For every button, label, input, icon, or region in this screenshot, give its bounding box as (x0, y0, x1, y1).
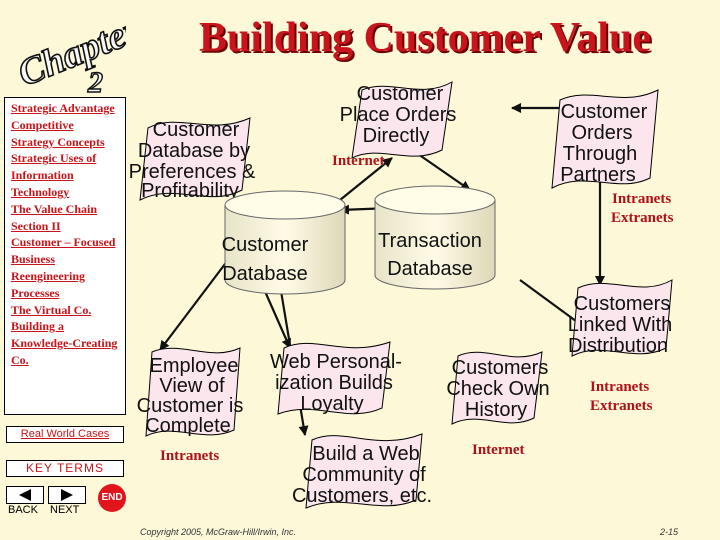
page-title: Building Customer Value (198, 15, 651, 61)
database-by-line4: Profitability (141, 180, 239, 202)
web-community-line3: Customers, etc. (292, 485, 432, 507)
database-by-line1: Customer (153, 119, 240, 141)
label-internet-top: Internet (332, 153, 385, 169)
logo-number: 2 (87, 66, 103, 94)
transaction-db-line1: Transaction (378, 230, 482, 252)
banner-web-community (305, 433, 423, 509)
check-own-line2: Check Own (446, 378, 549, 400)
place-orders-line3: Directly (363, 125, 430, 147)
web-personal-line2: ization Builds (275, 372, 393, 394)
key-terms-button[interactable]: KEY TERMS (6, 460, 124, 477)
sidebar-item-reengineering[interactable]: Reengineering Processes (11, 268, 85, 300)
back-label: BACK (8, 504, 38, 516)
banner-linked (571, 279, 673, 357)
banner-web-personal (277, 341, 391, 415)
orders-through-line4: Partners (560, 164, 636, 186)
employee-view-line4: Complete (145, 415, 231, 437)
employee-view-line2: View of (159, 375, 225, 397)
label-extranets-top: Extranets (611, 210, 674, 226)
next-label: NEXT (50, 504, 80, 516)
employee-view-line3: Customer is (137, 395, 244, 417)
web-personal-line1: Web Personal- (270, 351, 402, 373)
banner-employee-view (145, 347, 241, 437)
sidebar-item-section-ii[interactable]: Section II (11, 218, 61, 233)
web-community-line2: Community of (302, 464, 426, 486)
check-own-line1: Customers (452, 357, 549, 379)
end-button[interactable]: END (98, 484, 126, 512)
label-internet-bottom: Internet (472, 442, 525, 458)
chapter-logo: Chapter 2 (11, 7, 126, 94)
sidebar-item-competitive-strategy[interactable]: Competitive Strategy Concepts (11, 117, 105, 149)
label-intranets-right: Intranets (590, 379, 649, 395)
label-intranets-left: Intranets (160, 448, 219, 464)
web-personal-line3: Loyalty (300, 393, 363, 415)
place-orders-line1: Customer (357, 83, 444, 105)
label-intranets-top: Intranets (612, 191, 671, 207)
orders-through-line3: Through (563, 143, 638, 165)
linked-line1: Customers (574, 293, 671, 315)
linked-line3: Distribution (568, 335, 668, 357)
customer-db-line2: Database (222, 263, 308, 285)
linked-line2: Linked With (568, 314, 673, 336)
sidebar-item-customer-focused[interactable]: Customer – Focused Business (11, 235, 116, 267)
next-arrow-icon (61, 489, 73, 501)
sidebar-item-strategic-advantage[interactable]: Strategic Advantage (11, 101, 115, 115)
employee-view-line1: Employee (150, 355, 239, 377)
label-extranets-right: Extranets (590, 398, 653, 414)
banner-check-own (451, 351, 543, 425)
arrow-custdb-to-placeorders (339, 157, 393, 201)
banner-place-orders (351, 81, 453, 159)
banner-orders-through (551, 89, 659, 189)
real-world-cases-button[interactable]: Real World Cases (6, 426, 124, 443)
web-community-line1: Build a Web (312, 443, 419, 465)
database-by-line3: Preferences & (130, 161, 256, 183)
sidebar-item-virtual-co[interactable]: The Virtual Co. (11, 302, 92, 317)
sidebar-item-strategic-uses-of-it[interactable]: Strategic Uses of Information Technology (11, 151, 97, 199)
logo-text: Chapter (12, 8, 126, 94)
back-arrow-icon (19, 489, 31, 501)
back-button[interactable] (6, 486, 44, 504)
place-orders-line2: Place Orders (340, 104, 457, 126)
check-own-line3: History (465, 399, 527, 421)
page-number: 2-15 (660, 527, 679, 537)
sidebar-item-value-chain[interactable]: The Value Chain (11, 201, 98, 216)
next-button[interactable] (48, 486, 86, 504)
banner-shapes (139, 81, 673, 509)
sidebar: Strategic Advantage Competitive Strategy… (4, 97, 126, 415)
banner-database-by (139, 117, 251, 201)
transaction-db-line2: Database (387, 258, 473, 280)
copyright-footer: Copyright 2005, McGraw-Hill/Irwin, Inc. (140, 527, 297, 537)
sidebar-item-knowledge-creating[interactable]: Building a Knowledge-Creating Co. (11, 319, 118, 367)
database-by-line2: Database by (138, 140, 250, 162)
customer-db-line1: Customer (222, 234, 309, 256)
orders-through-line1: Customer (561, 101, 648, 123)
arrow-custdb-to-employee (159, 259, 229, 351)
orders-through-line2: Orders (571, 122, 632, 144)
